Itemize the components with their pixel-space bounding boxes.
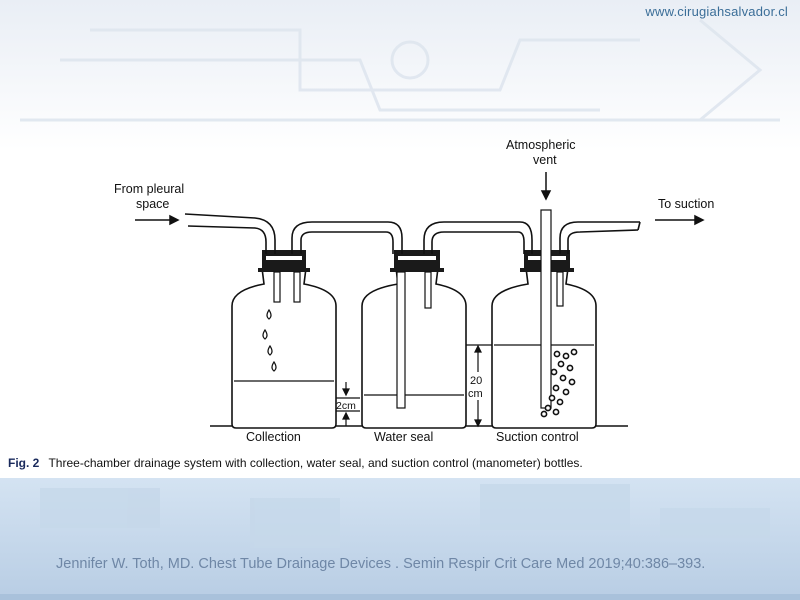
measurement-2cm [336, 382, 360, 426]
figure-caption: Fig. 2 Three-chamber drainage system wit… [8, 456, 583, 470]
bottle-label-collection: Collection [246, 430, 301, 444]
from-pleural-label-1: From pleural [114, 182, 184, 196]
to-suction-label: To suction [658, 197, 714, 211]
atmospheric-vent-label-1: Atmospheric [506, 138, 575, 152]
figure-caption-text: Three-chamber drainage system with colle… [48, 456, 583, 470]
measurement-2cm-label: 2cm [336, 400, 356, 412]
background-watermark-top [0, 0, 800, 150]
figure-label: Fig. 2 [8, 456, 40, 470]
water-seal-bottle [361, 250, 467, 429]
collection-bottle [231, 250, 337, 429]
from-pleural-label-2: space [136, 197, 169, 211]
citation: Jennifer W. Toth, MD. Chest Tube Drainag… [56, 556, 706, 572]
three-chamber-drainage-diagram: From pleural space Atmospheric vent To s… [114, 138, 714, 444]
measurement-20cm [466, 344, 492, 428]
measurement-20cm-label-2: cm [468, 388, 483, 400]
bottle-label-water-seal: Water seal [374, 430, 433, 444]
suction-control-bottle [491, 209, 597, 429]
drip-drops [262, 308, 277, 372]
measurement-20cm-label-1: 20 [470, 375, 482, 387]
website-url: www.cirugiahsalvador.cl [645, 4, 788, 19]
background-watermark-bottom [0, 478, 800, 600]
air-bubbles [540, 348, 578, 418]
arrows [135, 172, 705, 226]
tubing [184, 213, 641, 254]
bottle-label-suction-control: Suction control [496, 430, 579, 444]
atmospheric-vent-label-2: vent [533, 153, 557, 167]
